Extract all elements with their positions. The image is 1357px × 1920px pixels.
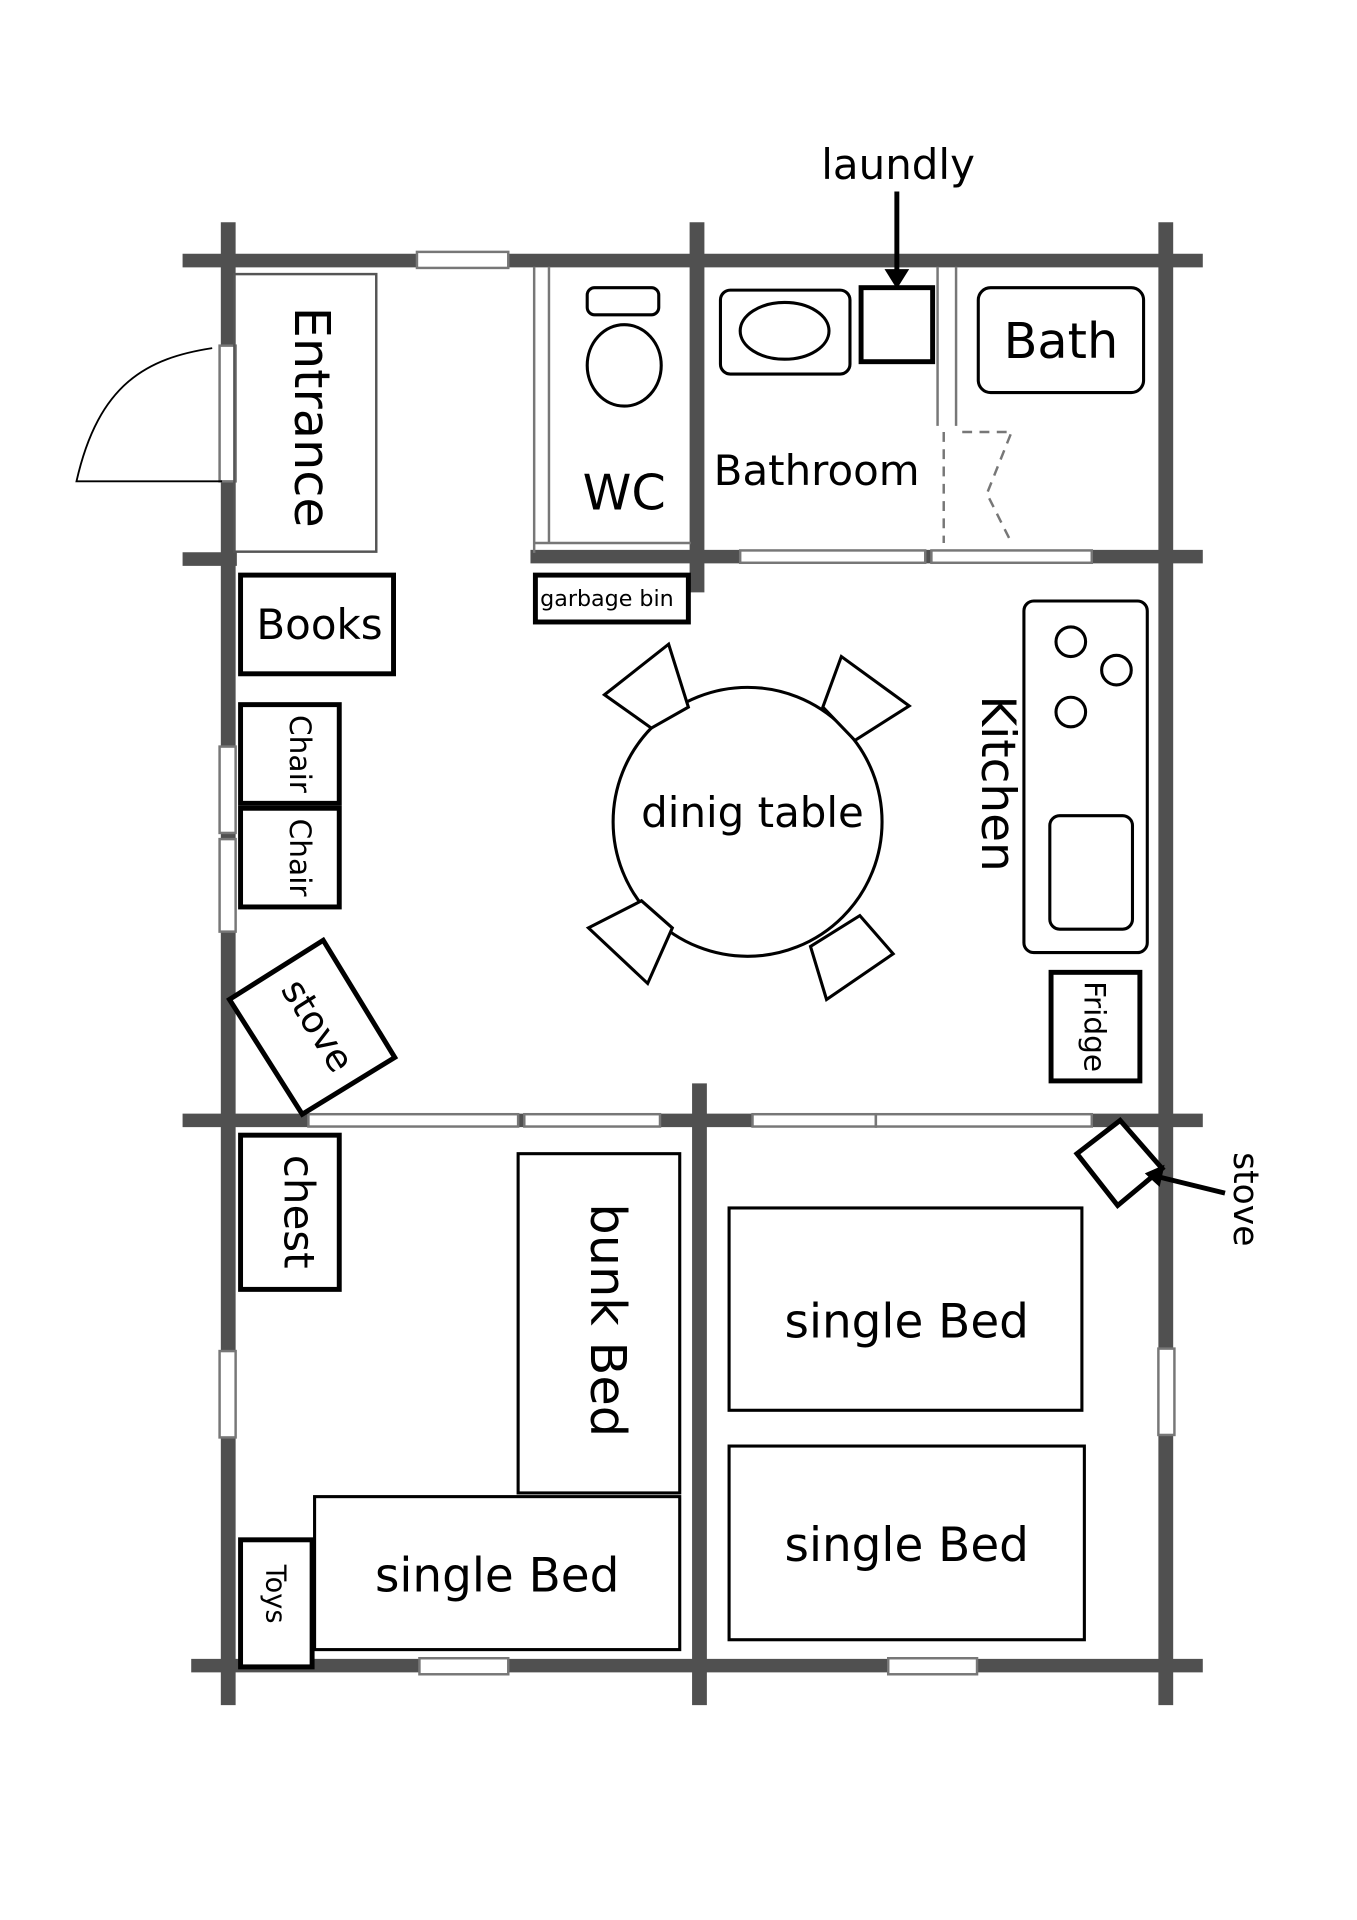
stove-bedroom-label: stove [1225,1152,1265,1246]
laundry-arrow-icon [884,269,910,289]
single-bed-left [313,1495,682,1652]
door-swing [75,347,223,483]
chair-2-label: Chair [283,819,317,898]
fridge [1048,969,1143,1084]
burner-icon [1100,653,1133,687]
single-bed-right-bottom-label: single Bed [785,1518,1029,1573]
kitchen-label: Kitchen [970,696,1025,872]
entrance-label: Entrance [283,307,341,528]
books-shelf [238,572,396,677]
single-bed-right-top-label: single Bed [785,1294,1029,1349]
dining-chair [821,654,912,743]
wc-label: WC [583,464,666,522]
chest-label: chest [275,1155,324,1269]
chair-2 [238,805,342,910]
single-bed-right-bottom [727,1444,1086,1642]
garbage-bin [532,572,691,625]
entrance-area [233,272,378,553]
burner-icon [1054,625,1088,659]
stove-living [226,936,399,1118]
chair-1 [238,702,342,806]
toys-box [238,1537,315,1670]
dining-chair [585,898,675,987]
bathroom-label: Bathroom [714,446,920,495]
single-bed-right-top [727,1206,1084,1412]
fridge-label: Fridge [1078,981,1112,1072]
chair-1-label: Chair [283,715,317,794]
laundry-machine [858,285,936,365]
sink-basin [738,300,831,361]
single-bed-left-label: single Bed [375,1549,619,1604]
dining-chair [808,913,896,1002]
kitchen-sink [1048,814,1135,931]
bathtub [976,286,1146,395]
garbage-bin-label: garbage bin [540,586,674,612]
laundry-label: laundly [821,140,975,189]
dining-chair [601,641,691,730]
bunk-bed [516,1152,682,1495]
bunk-bed-label: bunk Bed [579,1203,637,1437]
dining-table [611,685,884,958]
burner-icon [1054,695,1088,729]
windows [218,250,1176,1676]
dining-table-label: dinig table [641,788,864,837]
toilet-bowl [585,323,663,408]
bath-label: Bath [1004,312,1119,370]
books-label: Books [256,600,382,649]
stove-bedroom [1073,1116,1166,1210]
toilet-tank [585,286,661,317]
chest [238,1132,342,1292]
stove-arrow-icon [1144,1164,1165,1187]
toys-label: Toys [259,1564,290,1624]
